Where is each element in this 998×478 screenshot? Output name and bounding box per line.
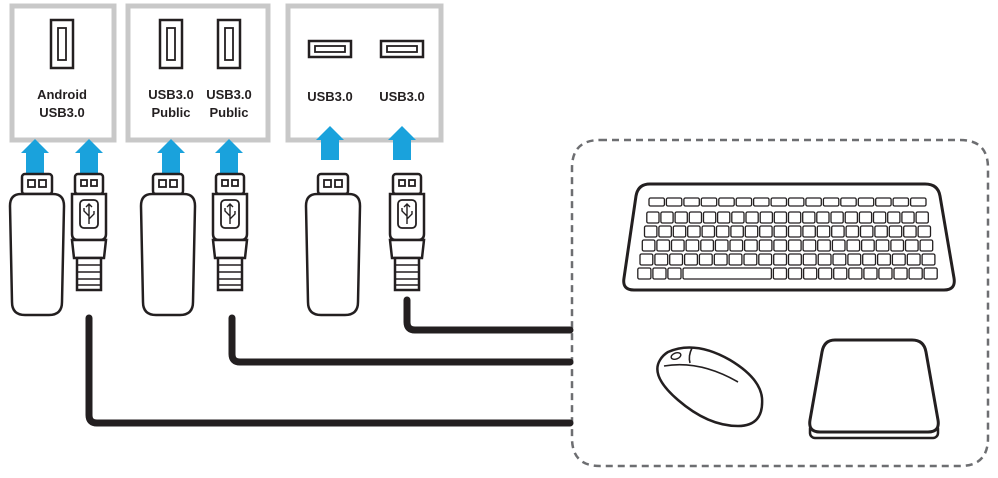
usb-cables [85, 296, 574, 427]
usb-port-icon [307, 39, 353, 59]
port-label-line: Public [209, 105, 249, 120]
port-label-usb3-2: USB3.0 [357, 88, 447, 106]
keyboard-icon [622, 182, 956, 292]
port-label-line: USB3.0 [148, 87, 194, 102]
port-label-line: USB3.0 [39, 105, 85, 120]
usb-cable-icon [211, 172, 249, 292]
insert-arrow-icon [388, 126, 416, 160]
flash-drive-icon [304, 172, 362, 317]
insert-arrow-icon [157, 139, 185, 173]
flash-drive-icon [139, 172, 197, 317]
port-panel-public [125, 3, 271, 143]
port-panel-usb3 [285, 3, 444, 143]
device-group-border [570, 138, 990, 468]
port-label-android: Android USB3.0 [17, 86, 107, 122]
usb-port-icon [379, 39, 425, 59]
external-hdd-icon [808, 338, 940, 440]
insert-arrow-icon [21, 139, 49, 173]
port-label-public-1: USB3.0 Public [126, 86, 216, 122]
port-panel-android [9, 3, 117, 143]
flash-drive-icon [8, 172, 66, 317]
port-label-line: USB3.0 [379, 89, 425, 104]
port-label-public-2: USB3.0 Public [184, 86, 274, 122]
insert-arrow-icon [75, 139, 103, 173]
insert-arrow-icon [316, 126, 344, 160]
mouse-icon [656, 346, 764, 428]
usb-port-icon [158, 18, 184, 70]
usb-cable-icon [70, 172, 108, 292]
port-label-line: USB3.0 [206, 87, 252, 102]
port-label-line: USB3.0 [307, 89, 353, 104]
port-label-usb3-1: USB3.0 [285, 88, 375, 106]
usb-cable-icon [388, 172, 426, 292]
insert-arrow-icon [215, 139, 243, 173]
port-label-line: Android [37, 87, 87, 102]
port-label-line: Public [151, 105, 191, 120]
usb-port-icon [216, 18, 242, 70]
usb-port-icon [49, 18, 75, 70]
